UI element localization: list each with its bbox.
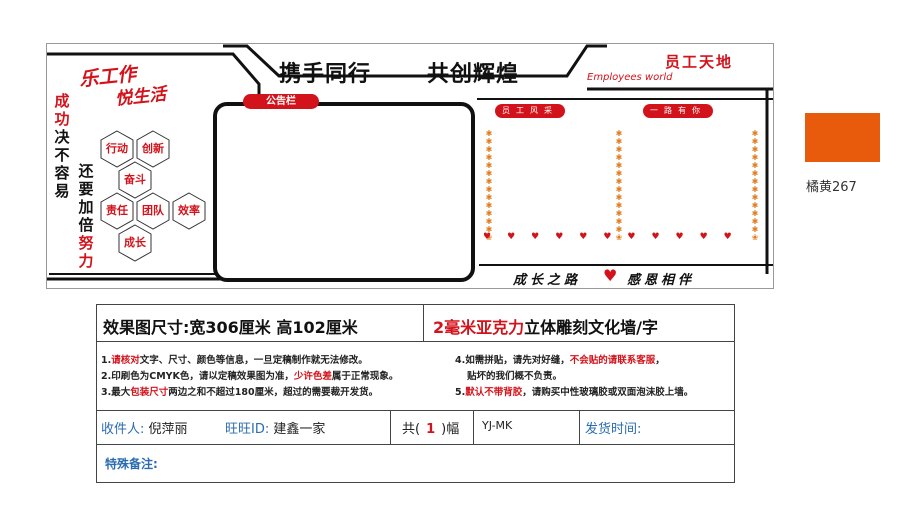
- wall-title-left: 携手同行: [279, 62, 372, 87]
- hex-badge: 奋斗: [118, 161, 152, 199]
- note-line: 2.印刷色为CMYK色，请以定稿效果图为准，少许色差属于正常现象。: [101, 371, 399, 382]
- table-divider: [579, 410, 580, 444]
- pill-along-the-way: 一路有你: [643, 104, 713, 118]
- notes-right: 4.如需拼贴，请先对好缝，不会贴的请联系客服， 贴坏的我们概不负责。 5.默认不…: [455, 353, 693, 401]
- count-prefix: 共(: [402, 422, 421, 437]
- hex-badge: 行动: [100, 130, 134, 168]
- hex-badge: 效率: [172, 192, 206, 230]
- employee-english: Employees world: [587, 72, 673, 83]
- slogan-column-1: 成功 决不容易: [53, 92, 71, 200]
- flower-chain-decoration: ✱✱✱✱✱✱✱✱✱✱✱✱✱❀: [485, 129, 493, 242]
- table-divider: [390, 410, 391, 444]
- notice-board: [213, 102, 475, 282]
- size-value: 宽306厘米 高102厘米: [189, 318, 358, 337]
- table-divider: [423, 305, 424, 341]
- note-line: 4.如需拼贴，请先对好缝，不会贴的请联系客服，: [455, 355, 665, 366]
- employee-badge: 员工天地: [664, 53, 733, 71]
- table-divider: [473, 410, 474, 444]
- note-line: 5.默认不带背胶，请购买中性玻璃胶或双面泡沫胶上墙。: [455, 387, 694, 398]
- size-field: 效果图尺寸:宽306厘米 高102厘米: [103, 314, 358, 338]
- slogan-2-red: 努力: [78, 234, 94, 270]
- notice-board-label: 公告栏: [243, 94, 319, 109]
- hex-badge: 成长: [118, 224, 152, 262]
- note-line: 1.请核对文字、尺寸、颜色等信息，一旦定稿制作就无法修改。: [101, 355, 368, 366]
- note-line: 3.最大包装尺寸两边之和不超过180厘米，超过的需要裁开发货。: [101, 387, 379, 398]
- hearts-decoration: ♥♥♥♥♥♥♥♥♥♥♥: [483, 232, 748, 242]
- heart-icon: ♥: [603, 266, 618, 285]
- product-code: YJ-MK: [482, 419, 513, 432]
- pill-employee-style: 员工风采: [495, 104, 565, 118]
- wangwang-field: 旺旺ID: 建鑫一家: [225, 418, 325, 437]
- count-field: 共( 1 )幅: [402, 418, 459, 437]
- notes-left: 1.请核对文字、尺寸、颜色等信息，一旦定稿制作就无法修改。 2.印刷色为CMYK…: [101, 353, 398, 401]
- flower-chain-decoration: ✱✱✱✱✱✱✱✱✱✱✱✱✱❀: [751, 129, 759, 242]
- slogan-1-red: 成功: [54, 92, 70, 128]
- color-swatch: [805, 113, 880, 162]
- logo-line2: 悦生活: [114, 84, 168, 110]
- slogan-2-black: 还要加倍: [78, 162, 94, 234]
- color-swatch-label: 橘黄267: [806, 180, 857, 195]
- hex-badge: 创新: [136, 130, 170, 168]
- table-divider: [97, 341, 734, 342]
- table-divider: [97, 444, 734, 445]
- note-line: 贴坏的我们概不负责。: [467, 371, 563, 382]
- receiver-label: 收件人:: [101, 422, 145, 437]
- material-field: 2毫米亚克力立体雕刻文化墙/字: [433, 314, 658, 338]
- flower-chain-decoration: ✱✱✱✱✱✱✱✱✱✱✱✱✱❀: [615, 129, 623, 242]
- bottom-right-text: 感恩相伴: [627, 273, 696, 288]
- receiver-value: 倪萍丽: [148, 422, 188, 437]
- wall-title-right: 共创辉煌: [427, 62, 520, 87]
- material-type: 立体雕刻文化墙/字: [524, 318, 658, 337]
- ship-time-label: 发货时间:: [585, 422, 642, 437]
- size-label: 效果图尺寸:: [103, 318, 190, 337]
- hex-badge: 团队: [136, 192, 170, 230]
- count-suffix: )幅: [441, 422, 460, 437]
- wangwang-label: 旺旺ID:: [225, 422, 270, 437]
- receiver-field: 收件人: 倪萍丽: [101, 418, 188, 437]
- bottom-left-text: 成长之路: [513, 273, 582, 288]
- table-divider: [97, 410, 734, 411]
- material-thickness: 2毫米亚克力: [433, 318, 525, 337]
- wall-mockup: 乐工作 悦生活 成功 决不容易 还要加倍 努力 行动 创新 奋斗 责任 团队 效…: [46, 43, 774, 289]
- slogan-1-black: 决不容易: [54, 128, 70, 200]
- hex-badge: 责任: [100, 192, 134, 230]
- special-remark-label: 特殊备注:: [105, 457, 158, 471]
- wangwang-value: 建鑫一家: [273, 422, 326, 437]
- slogan-column-2: 还要加倍 努力: [77, 162, 95, 270]
- count-value: 1: [426, 422, 436, 437]
- order-info-table: 效果图尺寸:宽306厘米 高102厘米 2毫米亚克力立体雕刻文化墙/字 1.请核…: [96, 304, 735, 483]
